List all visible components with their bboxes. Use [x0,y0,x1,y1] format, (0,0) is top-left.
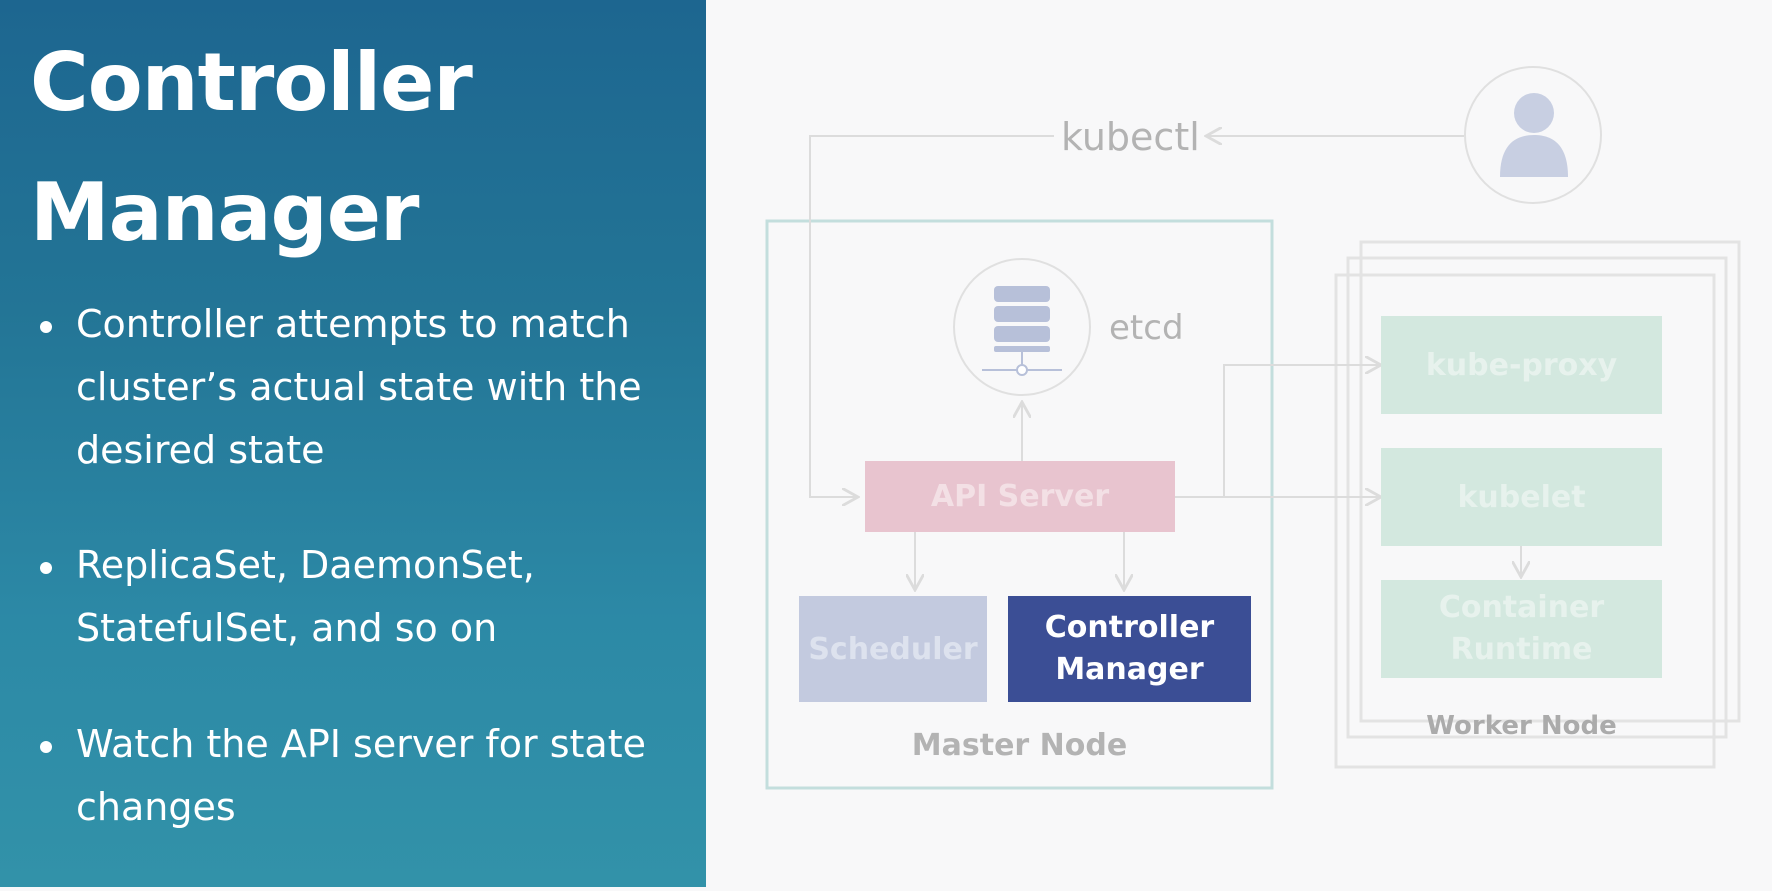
diagram-lines [765,66,1741,790]
worker-node-frame-back [1359,240,1741,723]
controller-manager-line-2: Manager [1055,652,1204,687]
worker-node-frame-front [1334,273,1716,769]
bullet-list: Controller attempts to match cluster’s a… [38,293,688,891]
bullet-item: Controller attempts to match cluster’s a… [38,293,688,482]
etcd-label: etcd [1109,308,1184,348]
slide-title: Controller Manager [30,18,680,278]
master-node-frame [765,219,1274,790]
bullet-item: Watch the API server for state changes [38,713,688,839]
api-server-box: API Server [865,461,1175,532]
kubectl-label: kubectl [1061,115,1200,159]
slide-title-line-1: Controller [30,36,473,129]
api-to-kube-proxy-arrow [1175,365,1381,498]
kubectl-to-api-arrow [809,135,1054,497]
container-runtime-line-1: Container [1438,590,1605,625]
container-runtime-box: Container Runtime [1381,580,1662,678]
architecture-diagram: kubectl etcd API Server Scheduler Contro… [706,0,1772,887]
text-panel: Controller Manager Controller attempts t… [0,0,706,887]
master-node-label: Master Node [911,728,1128,763]
kube-proxy-box: kube-proxy [1381,316,1662,414]
bullet-item: ReplicaSet, DaemonSet, StatefulSet, and … [38,534,688,660]
user-icon [1464,66,1602,204]
kubelet-box: kubelet [1381,448,1662,546]
worker-node-label: Worker Node [1426,711,1617,741]
scheduler-box: Scheduler [799,596,987,702]
controller-manager-line-1: Controller [1044,610,1215,645]
container-runtime-line-2: Runtime [1450,632,1593,667]
slide-title-line-2: Manager [30,166,420,259]
controller-manager-box: Controller Manager [1008,596,1251,702]
database-icon [953,258,1091,396]
